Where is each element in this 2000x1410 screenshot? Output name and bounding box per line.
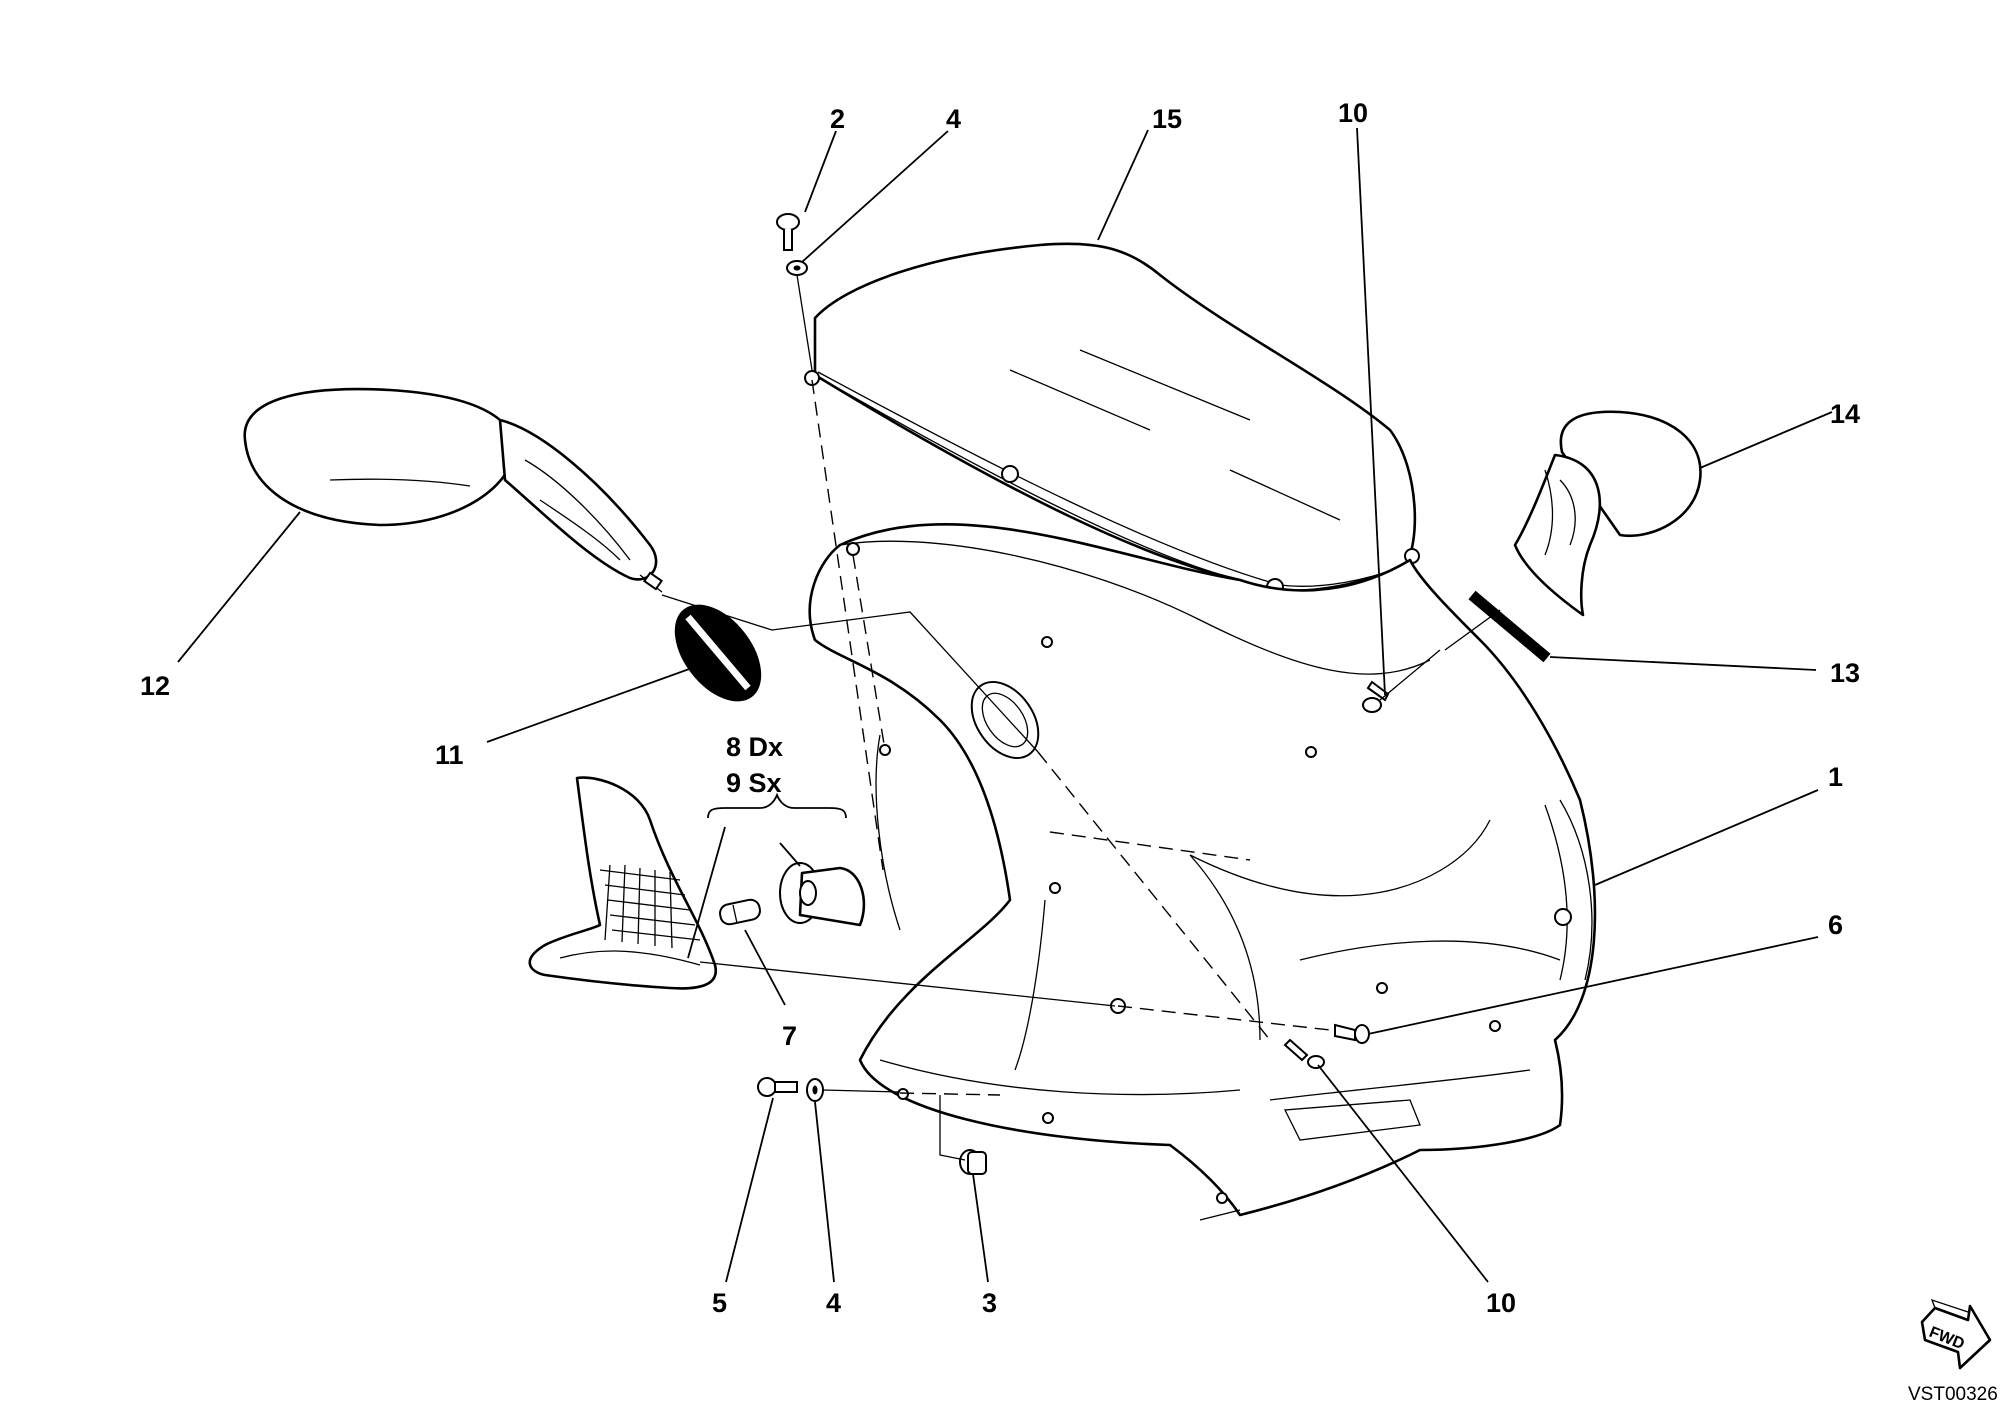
leader-lines: [177, 127, 1833, 1283]
callout-14: 14: [1830, 399, 1860, 429]
callout-10-top: 10: [1338, 98, 1368, 128]
windscreen[interactable]: [804, 242, 1420, 596]
callout-11: 11: [435, 740, 464, 770]
callout-1: 1: [1828, 762, 1843, 792]
callout-8: 8 Dx: [726, 732, 783, 762]
screw-bottom-left[interactable]: [757, 1077, 798, 1097]
callout-3: 3: [982, 1288, 997, 1318]
screw-top[interactable]: [776, 213, 800, 251]
callout-4-bottom: 4: [826, 1288, 841, 1318]
drawing-code: VST00326: [1908, 1384, 1998, 1405]
callout-7: 7: [782, 1021, 797, 1051]
mirror-gasket[interactable]: [658, 589, 778, 716]
mirror-seal-strip[interactable]: [1468, 590, 1551, 663]
right-mirror[interactable]: [1513, 410, 1702, 617]
callout-6: 6: [1828, 910, 1843, 940]
callout-4-top: 4: [946, 104, 961, 134]
left-mirror[interactable]: [243, 387, 663, 593]
washer-top[interactable]: [786, 260, 808, 276]
well-nut[interactable]: [959, 1149, 987, 1175]
screw-lower[interactable]: [1283, 1038, 1325, 1069]
washer-bottom[interactable]: [806, 1078, 824, 1102]
bulb-holder[interactable]: [779, 862, 866, 927]
callout-13: 13: [1830, 658, 1860, 688]
hardware: [757, 213, 1390, 1175]
fwd-arrow-icon: FWD: [1920, 1298, 1992, 1370]
callouts: 2 4 15 10 14 13 1 6 12 11 8 Dx 9 Sx 7 5 …: [140, 98, 1860, 1318]
callout-2: 2: [830, 104, 845, 134]
bulb[interactable]: [718, 898, 761, 926]
assembly-lines: [661, 274, 1501, 1161]
callout-9: 9 Sx: [726, 768, 782, 798]
callout-10-bottom: 10: [1486, 1288, 1516, 1318]
callout-12: 12: [140, 671, 170, 701]
turn-indicator[interactable]: [528, 776, 718, 990]
callout-5: 5: [712, 1288, 727, 1318]
callout-15: 15: [1152, 104, 1182, 134]
front-fairing[interactable]: [808, 523, 1597, 1221]
screw-side[interactable]: [1334, 1023, 1370, 1044]
